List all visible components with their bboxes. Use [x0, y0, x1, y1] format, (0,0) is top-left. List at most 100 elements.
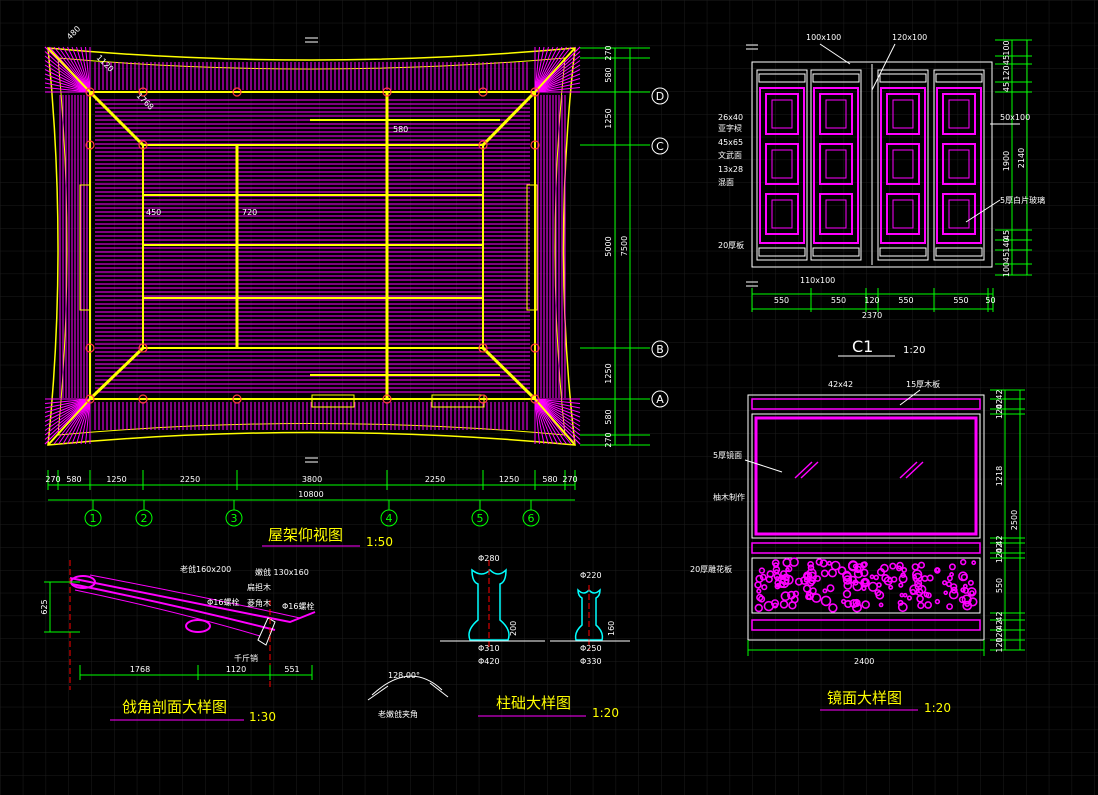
mirror-dim-right: 120 — [995, 627, 1004, 642]
corner-rafter — [534, 60, 581, 93]
column — [138, 394, 148, 404]
cbase-l-top: Φ280 — [478, 554, 500, 563]
corner-rafter — [44, 55, 91, 93]
dim-bottom-value: 2250 — [180, 475, 200, 484]
dim-total-depth: 7500 — [620, 236, 629, 256]
corner-dim-1: 1768 — [130, 665, 150, 674]
mirror-dim-right: 42 — [995, 620, 1004, 630]
carving-motif — [898, 574, 908, 584]
leaf-lattice-cell — [942, 193, 976, 235]
leaf-lattice-cell — [942, 93, 976, 135]
leaf-lattice-frame — [880, 87, 926, 244]
corner-rafter — [534, 46, 549, 93]
carving-motif — [874, 589, 882, 597]
carving-motif — [881, 573, 890, 583]
column-base-drawing — [440, 560, 630, 650]
mirror-dim-right: 42 — [995, 543, 1004, 553]
carving-motif — [912, 574, 918, 580]
cbase-r-h: 160 — [607, 621, 616, 636]
panel-note-yazi: 亚字棂 — [718, 123, 742, 133]
dim-bottom-value: 580 — [542, 475, 557, 484]
dim-bottom-value: 1250 — [106, 475, 126, 484]
panel-note-45x65: 45x65 — [718, 138, 743, 147]
corner-rafter — [534, 398, 581, 413]
mirror-dim-right: 42 — [995, 535, 1004, 545]
dim-bottom-value: 2250 — [425, 475, 445, 484]
corner-rafter — [534, 69, 581, 93]
axis-bubble — [84, 509, 102, 527]
leader-glass — [965, 199, 1001, 223]
leaf-lattice-inner — [892, 99, 914, 129]
leaf-bottom-rail — [935, 247, 983, 257]
carving-motif — [890, 576, 898, 583]
panel-dim-right: 45 — [1002, 252, 1011, 262]
corner-rafter — [44, 398, 91, 422]
leaf-lattice-cell — [765, 93, 799, 135]
leaf-lattice-cell — [819, 193, 853, 235]
carving-motif — [782, 558, 792, 568]
column — [382, 394, 392, 404]
corner-nw — [47, 47, 91, 93]
corner-rafter — [44, 398, 91, 427]
carving-motif — [898, 582, 904, 588]
carving-motif — [806, 571, 818, 582]
mirror-dim-right: 120 — [995, 637, 1004, 652]
panel-dim-right: 140 — [1002, 237, 1011, 252]
mirror-frame — [751, 413, 981, 539]
corner-note-bolt2: Φ16螺栓 — [282, 601, 314, 611]
panel-note-13x28: 13x28 — [718, 165, 743, 174]
leaf-lattice-inner — [825, 199, 847, 229]
dim-bottom-value: 3800 — [302, 475, 322, 484]
dim-right-value: 270 — [604, 45, 613, 60]
carving-motif — [962, 587, 970, 594]
corner-rafter — [44, 398, 91, 413]
leaf-lattice-inner — [771, 99, 793, 129]
carving-motif — [895, 565, 902, 572]
hip-beam-ne — [481, 90, 537, 147]
axis-label: 2 — [141, 512, 148, 525]
carving-motif — [911, 563, 919, 571]
leaf-lattice-cell — [886, 143, 920, 185]
axis-label: B — [656, 343, 664, 356]
panel-leaf — [756, 69, 808, 261]
corner-rafter — [44, 64, 91, 93]
carving-motif — [969, 590, 975, 596]
panel-c1-drawing — [751, 61, 993, 268]
roof-plan-title: 屋架仰视图 — [268, 526, 343, 544]
leader-15board — [899, 389, 921, 406]
carving-motif — [761, 584, 768, 591]
mirror-reflection-1b — [800, 461, 819, 479]
carving-motif — [934, 598, 941, 605]
angle-arc — [371, 675, 443, 696]
panel-note-20board: 20厚板 — [718, 240, 744, 250]
dim-right-value: 1250 — [604, 363, 613, 383]
corner-dim-2: 1120 — [226, 665, 246, 674]
carving-motif — [792, 590, 800, 597]
carved-panel-pattern — [754, 557, 978, 613]
column — [530, 394, 540, 404]
corner-rafter — [534, 46, 545, 93]
column-circles — [85, 87, 540, 404]
carving-motif — [958, 571, 968, 582]
panel-note-50x100: 50x100 — [1000, 113, 1030, 122]
column — [85, 343, 95, 353]
corner-rafter — [80, 398, 91, 445]
main-beams — [79, 92, 538, 408]
axis-bubble — [651, 87, 669, 105]
corner-rafter — [534, 46, 558, 93]
corner-rafter — [44, 87, 91, 93]
axis-bubble — [651, 137, 669, 155]
mirror-glass-border — [754, 416, 978, 536]
panel-leaf — [877, 69, 929, 261]
carving-motif — [926, 574, 934, 582]
column — [478, 343, 488, 353]
carving-motif — [849, 598, 859, 608]
panel-dim-bottom: 550 — [898, 296, 913, 305]
axis-bubble — [471, 509, 489, 527]
carving-motif — [897, 602, 908, 613]
corner-rafter — [58, 398, 91, 445]
